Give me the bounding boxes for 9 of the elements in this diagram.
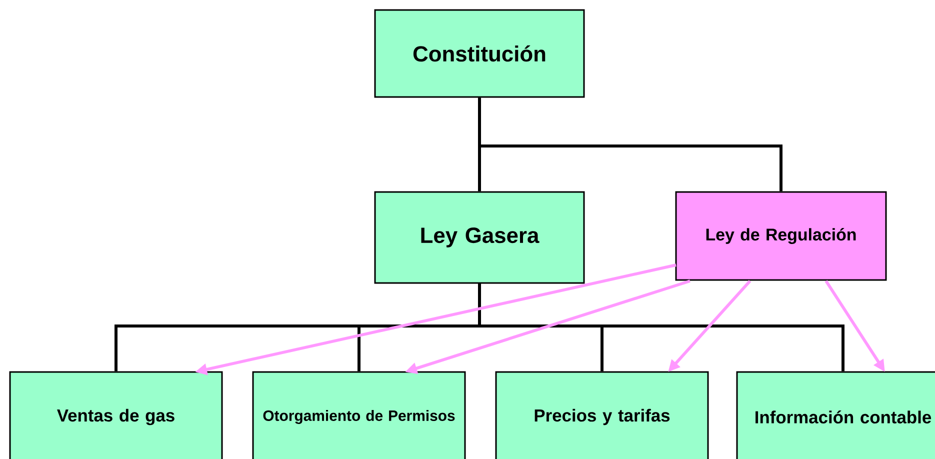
- topic-box: Otorgamiento de Permisos: [252, 371, 466, 459]
- topic-box: Información contable: [736, 371, 935, 459]
- law-box: Ley de Regulación: [675, 191, 887, 281]
- topic-box: Precios y tarifas: [495, 371, 709, 459]
- connector-line: [478, 98, 782, 192]
- law-box: Ley Gasera: [374, 191, 585, 284]
- law-box: Constitución: [374, 9, 585, 98]
- connector-line: [478, 284, 844, 372]
- topic-box: Ventas de gas: [9, 371, 223, 459]
